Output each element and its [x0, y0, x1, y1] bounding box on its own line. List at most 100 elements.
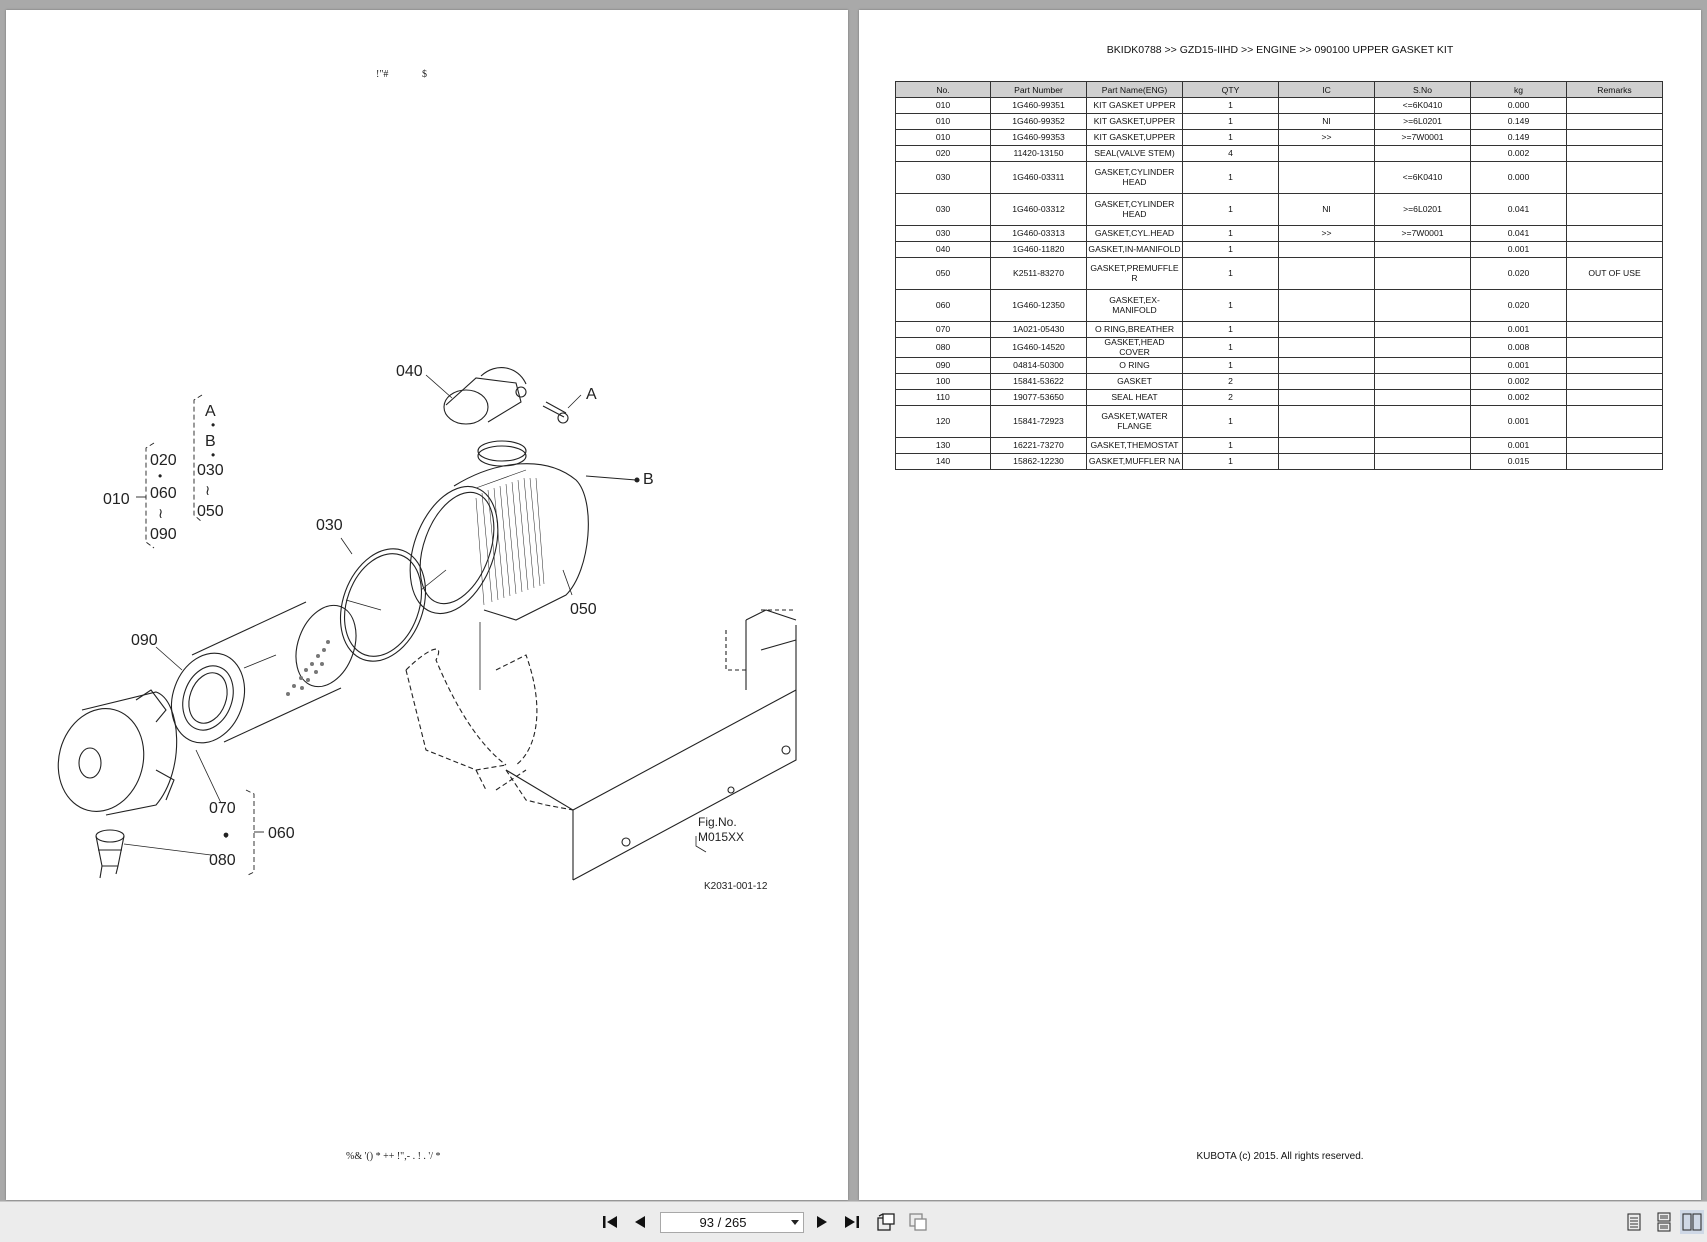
cell-sno	[1374, 453, 1471, 470]
cell-qty: 1	[1182, 437, 1279, 454]
fit-view-button[interactable]	[906, 1210, 930, 1234]
group-label-A: A	[205, 403, 216, 420]
cell-qty: 1	[1182, 193, 1279, 226]
cell-ic: >>	[1278, 225, 1375, 242]
cell-kg: 0.002	[1470, 145, 1567, 162]
fig-no-label: Fig.No.	[698, 815, 737, 829]
cell-sno	[1374, 373, 1471, 390]
two-page-view-button[interactable]	[1680, 1210, 1704, 1234]
cell-kg: 0.002	[1470, 389, 1567, 406]
cell-part: 1G460-12350	[990, 289, 1087, 322]
cell-name: GASKET,WATER FLANGE	[1086, 405, 1183, 438]
cell-part: 15841-72923	[990, 405, 1087, 438]
right-page: BKIDK0788 >> GZD15-IIHD >> ENGINE >> 090…	[859, 10, 1701, 1200]
cell-kg: 0.001	[1470, 321, 1567, 338]
filter-element-drawing	[170, 601, 357, 744]
first-page-button[interactable]	[598, 1210, 622, 1234]
cell-qty: 1	[1182, 453, 1279, 470]
cell-no: 130	[895, 437, 991, 454]
cell-qty: 1	[1182, 225, 1279, 242]
center-lines	[243, 569, 481, 690]
prev-page-button[interactable]	[628, 1210, 652, 1234]
exploded-parts-diagram: 040 A B 030 050 090 070 060 080 A B 020 …	[57, 363, 797, 892]
cell-kg: 0.001	[1470, 241, 1567, 258]
cell-name: KIT GASKET,UPPER	[1086, 113, 1183, 130]
mounting-bracket-drawing	[405, 648, 538, 791]
cell-kg: 0.000	[1470, 97, 1567, 114]
cell-remarks	[1566, 321, 1663, 338]
single-page-view-button[interactable]	[1622, 1210, 1646, 1234]
cell-no: 050	[895, 257, 991, 290]
group-label-020: 020	[150, 452, 177, 469]
cell-ic	[1278, 453, 1375, 470]
cell-part: 04814-50300	[990, 357, 1087, 374]
cell-part: 1G460-99353	[990, 129, 1087, 146]
page-number-select[interactable]: 93 / 265	[660, 1212, 804, 1233]
next-page-button[interactable]	[810, 1210, 834, 1234]
cell-part: 16221-73270	[990, 437, 1087, 454]
callout-060: 060	[268, 825, 295, 842]
callout-030: 030	[316, 517, 343, 534]
cell-no: 060	[895, 289, 991, 322]
cell-ic: NI	[1278, 193, 1375, 226]
cell-remarks	[1566, 337, 1663, 358]
svg-text:•: •	[158, 469, 162, 483]
cell-name: KIT GASKET,UPPER	[1086, 129, 1183, 146]
first-page-icon	[603, 1216, 617, 1228]
cell-sno	[1374, 257, 1471, 290]
chevron-down-icon	[791, 1220, 799, 1225]
cell-name: O RING	[1086, 357, 1183, 374]
cell-remarks	[1566, 437, 1663, 454]
callout-B: B	[643, 471, 654, 488]
cell-sno	[1374, 437, 1471, 454]
cell-no: 070	[895, 321, 991, 338]
next-page-icon	[817, 1216, 827, 1228]
cell-no: 100	[895, 373, 991, 390]
cell-ic: NI	[1278, 113, 1375, 130]
cell-sno	[1374, 357, 1471, 374]
fig-code: M015XX	[698, 830, 744, 844]
cell-name: GASKET,MUFFLER NA	[1086, 453, 1183, 470]
cell-part: 11420-13150	[990, 145, 1087, 162]
cell-ic	[1278, 257, 1375, 290]
table-header-row: No. Part Number Part Name(ENG) QTY IC S.…	[895, 81, 1663, 98]
rotate-view-button[interactable]	[874, 1210, 898, 1234]
single-page-view-icon	[1627, 1213, 1641, 1231]
col-header-part-number: Part Number	[990, 81, 1087, 98]
frame-drawing	[505, 609, 797, 881]
cell-sno: <=6K0410	[1374, 161, 1471, 194]
cell-remarks	[1566, 289, 1663, 322]
header-garbled-2: $	[422, 69, 427, 80]
cell-no: 120	[895, 405, 991, 438]
cell-no: 110	[895, 389, 991, 406]
cell-kg: 0.000	[1470, 161, 1567, 194]
cell-qty: 2	[1182, 373, 1279, 390]
cell-remarks	[1566, 129, 1663, 146]
intake-elbow-drawing	[443, 367, 527, 467]
svg-text:•: •	[211, 448, 215, 462]
last-page-button[interactable]	[840, 1210, 864, 1234]
cell-ic	[1278, 357, 1375, 374]
cell-no: 020	[895, 145, 991, 162]
cell-kg: 0.001	[1470, 357, 1567, 374]
cell-ic	[1278, 241, 1375, 258]
cell-name: GASKET,CYL.HEAD	[1086, 225, 1183, 242]
callout-A: A	[586, 386, 597, 403]
group-bracket	[136, 394, 264, 877]
cell-sno	[1374, 321, 1471, 338]
cell-remarks	[1566, 145, 1663, 162]
cell-kg: 0.001	[1470, 405, 1567, 438]
continuous-view-button[interactable]	[1652, 1210, 1676, 1234]
callout-080: 080	[209, 852, 236, 869]
cell-part: K2511-83270	[990, 257, 1087, 290]
